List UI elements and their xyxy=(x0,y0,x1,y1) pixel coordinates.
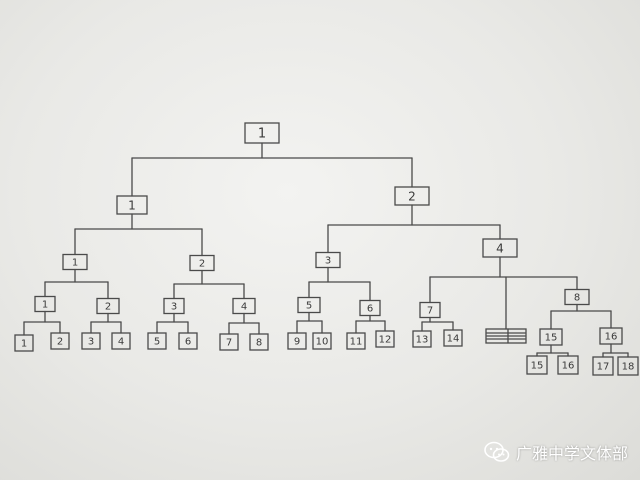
node-label: 3 xyxy=(325,256,331,267)
node-box xyxy=(346,332,366,350)
wechat-icon xyxy=(484,441,510,463)
node-label: 2 xyxy=(408,189,416,203)
node-box xyxy=(81,332,101,350)
node-label: 10 xyxy=(316,337,329,348)
node-label: 1 xyxy=(21,339,27,350)
node-box xyxy=(617,356,639,376)
node-label: 8 xyxy=(574,293,580,304)
watermark: 广雅中学文体部 xyxy=(484,440,628,464)
node-label: 7 xyxy=(427,306,433,317)
node-label: 14 xyxy=(447,334,460,345)
node-label: 18 xyxy=(622,362,635,373)
node-label: 4 xyxy=(241,302,247,313)
node-label: 1 xyxy=(128,198,136,212)
node-label: 8 xyxy=(256,338,262,349)
node-label: 16 xyxy=(605,332,618,343)
node-box xyxy=(111,332,131,350)
node-box xyxy=(50,332,70,350)
node-label: 3 xyxy=(88,337,94,348)
node-label: 6 xyxy=(185,337,191,348)
node-box xyxy=(526,355,548,375)
node-label: 12 xyxy=(379,335,392,346)
node-box xyxy=(412,330,432,348)
node-box xyxy=(287,332,307,350)
node-label: 1 xyxy=(42,300,48,311)
node-box xyxy=(557,355,579,375)
node-label: 17 xyxy=(597,362,610,373)
node-label: 3 xyxy=(171,302,177,313)
node-label: 15 xyxy=(531,361,544,372)
node-box xyxy=(147,332,167,350)
node-box xyxy=(249,333,269,351)
node-label: 6 xyxy=(367,304,373,315)
watermark-text: 广雅中学文体部 xyxy=(515,444,628,463)
node-label: 11 xyxy=(350,337,363,348)
node-label: 13 xyxy=(416,335,429,346)
struck-node-box xyxy=(485,328,527,344)
node-label: 2 xyxy=(199,259,205,270)
node-label: 4 xyxy=(118,337,124,348)
node-box xyxy=(312,332,332,350)
node-box xyxy=(443,329,463,347)
node-label: 2 xyxy=(105,302,111,313)
node-label: 5 xyxy=(306,301,312,312)
node-box xyxy=(219,333,239,351)
node-label: 5 xyxy=(154,337,160,348)
node-label: 9 xyxy=(294,337,300,348)
node-box xyxy=(375,330,395,348)
node-label: 7 xyxy=(226,338,232,349)
node-label: 15 xyxy=(545,333,558,344)
node-label: 2 xyxy=(57,337,63,348)
node-box xyxy=(178,332,198,350)
node-label: 1 xyxy=(72,258,78,269)
node-label: 16 xyxy=(562,361,575,372)
node-box xyxy=(14,334,34,352)
node-label: 1 xyxy=(258,127,266,142)
node-label: 4 xyxy=(496,241,504,255)
node-box xyxy=(592,356,614,376)
